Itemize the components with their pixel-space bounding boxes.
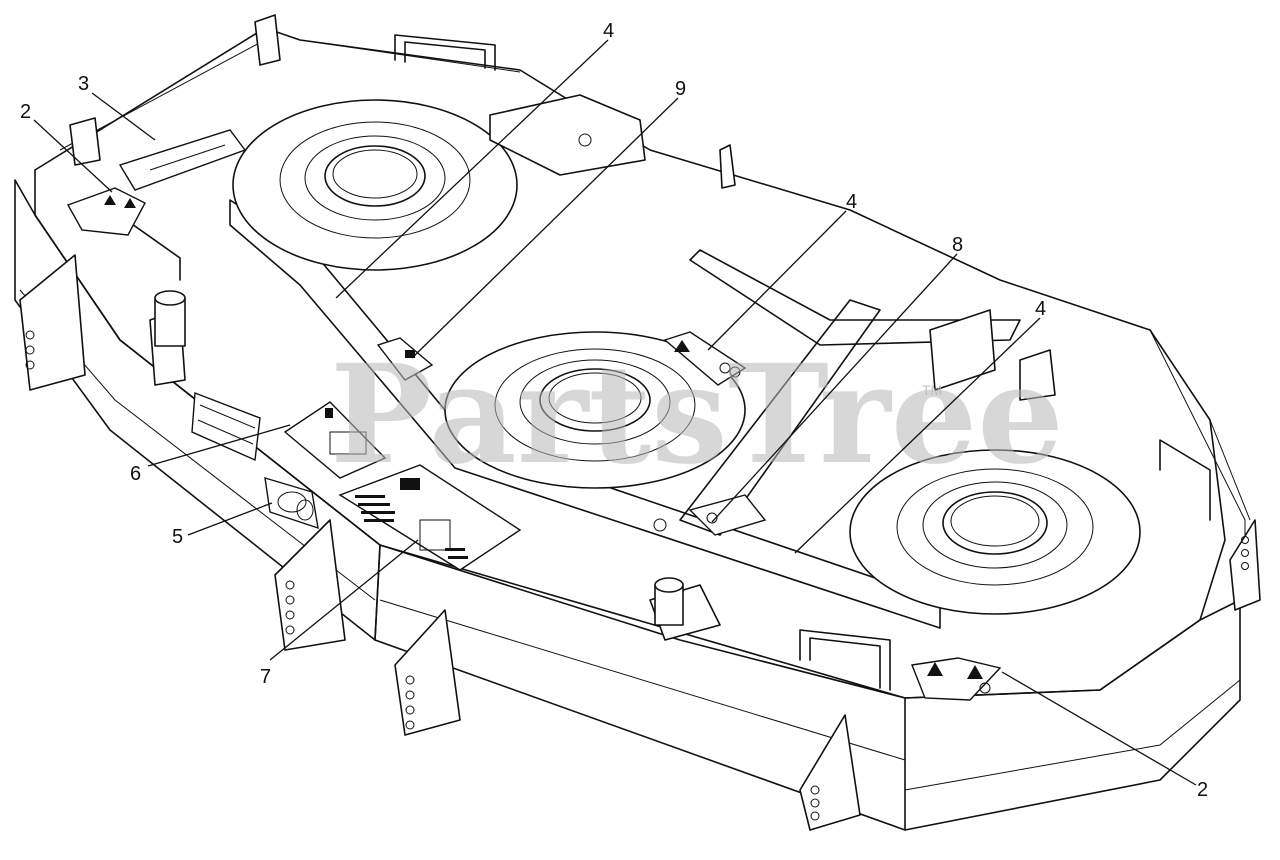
leader-c3: [335, 39, 609, 299]
watermark-trademark: TM: [922, 382, 942, 398]
leader-c1: [33, 119, 113, 193]
leader-lines: [33, 39, 1197, 786]
watermark-text: PartsTree: [330, 335, 1064, 495]
callout-6: 6: [130, 463, 141, 485]
decal-6-operation: [283, 401, 387, 479]
partstree-watermark: PartsTree TM: [330, 335, 1064, 495]
bracket-holes: [25, 133, 1249, 821]
spindle-center: [444, 331, 746, 489]
callout-3: 3: [78, 73, 89, 95]
decal-brand-plate: [191, 392, 261, 462]
mounting-brackets: [19, 14, 1261, 831]
callout-4-right: 4: [1035, 298, 1046, 320]
spindle-left: [232, 99, 518, 271]
decals: [66, 129, 1002, 701]
mower-deck: [14, 14, 1261, 831]
leader-c2: [91, 92, 156, 141]
leader-c6: [711, 253, 958, 523]
callout-9: 9: [675, 78, 686, 100]
spindle-right: [849, 449, 1141, 615]
decal-7-instruction: [338, 464, 522, 571]
callout-8: 8: [952, 234, 963, 256]
decal-2-warning-right: [911, 657, 1002, 701]
leader-c9: [187, 502, 273, 536]
leader-c7: [794, 317, 1041, 554]
height-posts: [154, 290, 684, 626]
leader-c10: [269, 539, 419, 661]
callout-5: 5: [172, 526, 183, 548]
decal-9-warning: [376, 337, 434, 381]
leader-c8: [147, 424, 291, 467]
decal-5-model-badge: [264, 477, 319, 530]
callout-4-center: 4: [846, 191, 857, 213]
decal-8-belt-guard: [688, 494, 767, 536]
decal-2-warning-left: [66, 187, 146, 236]
leader-c5: [707, 210, 847, 351]
callout-4-top: 4: [603, 20, 614, 42]
callout-2-left: 2: [20, 101, 31, 123]
leader-c4: [411, 97, 679, 359]
callout-numbers: 2 3 4 9 4 8 4 6 5 7 2: [20, 20, 1208, 801]
decal-3-height-scale: [118, 129, 247, 191]
callout-2-right: 2: [1197, 779, 1208, 801]
leader-c11: [1001, 671, 1197, 786]
callout-7: 7: [260, 666, 271, 688]
decal-4-warning-center: [663, 331, 747, 386]
